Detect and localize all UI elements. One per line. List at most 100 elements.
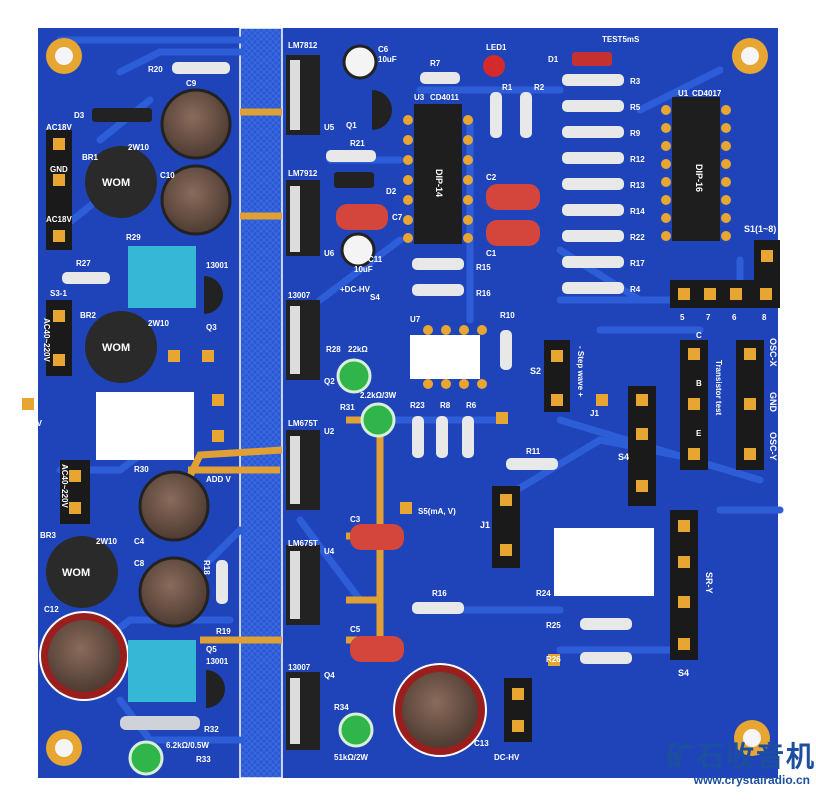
label-c11-value: 10uF: [354, 265, 373, 274]
watermark-cn: 矿石收音机: [665, 740, 816, 773]
label-13001-top: 13001: [206, 261, 229, 270]
label-r1: R1: [502, 83, 513, 92]
label-c2: C2: [486, 173, 497, 182]
label-pin6: 6: [732, 313, 737, 322]
label-r28: R28: [326, 345, 341, 354]
label-13007-top: 13007: [288, 291, 311, 300]
label-u3: U3: [414, 93, 425, 102]
label-r34: R34: [334, 703, 349, 712]
label-c13: C13: [474, 739, 489, 748]
label-q5: Q5: [206, 645, 217, 654]
label-br3: BR3: [40, 531, 57, 540]
label-r31: R31: [340, 403, 355, 412]
label-dchv-left: -DC-HV: [14, 419, 43, 428]
square-pads: [22, 138, 773, 732]
label-d1: D1: [548, 55, 559, 64]
label-r21: R21: [350, 139, 365, 148]
label-13007-bottom: 13007: [288, 663, 311, 672]
label-c12: C12: [44, 605, 59, 614]
label-wom-br2: WOM: [102, 342, 130, 354]
label-r10: R10: [500, 311, 515, 320]
label-r32: R32: [204, 725, 219, 734]
label-r34-value: 51kΩ/2W: [334, 753, 368, 762]
label-s1: S1(1~8): [744, 224, 776, 234]
label-r8: R8: [440, 401, 451, 410]
label-lm675t-bottom: LM675T: [288, 539, 318, 548]
label-r33-value: 6.2kΩ/0.5W: [166, 741, 209, 750]
label-br1-rating: 2W10: [128, 143, 149, 152]
label-u2: U2: [324, 427, 335, 436]
label-lm7812: LM7812: [288, 41, 318, 50]
label-ac220-top: AC40~220V: [42, 318, 51, 362]
label-base: B: [696, 379, 702, 388]
label-c11: C11: [368, 255, 383, 264]
label-wom-br3: WOM: [62, 567, 90, 579]
label-13001-bottom: 13001: [206, 657, 229, 666]
label-emitter: E: [696, 429, 702, 438]
label-r28-value: 22kΩ: [348, 345, 368, 354]
label-pin5: 5: [680, 313, 685, 322]
label-q4: Q4: [324, 671, 335, 680]
relays: [96, 392, 654, 596]
label-c3: C3: [350, 515, 361, 524]
label-dip14: DIP-14: [434, 169, 444, 197]
label-s2: S2: [530, 366, 541, 376]
label-dchv-bottom: DC-HV: [494, 753, 520, 762]
label-r3: R3: [630, 77, 641, 86]
label-u4: U4: [324, 547, 335, 556]
label-r12: R12: [630, 155, 645, 164]
label-r14: R14: [630, 207, 645, 216]
label-br3-rating: 2W10: [96, 537, 117, 546]
label-q1: Q1: [346, 121, 357, 130]
label-gnd-right: GND: [768, 392, 778, 413]
label-osc-x: OSC-X: [768, 338, 778, 367]
label-s3-1: S3-1: [50, 289, 67, 298]
ic-pads: [403, 105, 731, 389]
label-r29: R29: [126, 233, 141, 242]
label-r24: R24: [536, 589, 551, 598]
label-r13: R13: [630, 181, 645, 190]
label-u7: U7: [410, 315, 421, 324]
site-watermark: 矿石收音机 www.crystalradio.cn: [648, 742, 816, 788]
label-dip16: DIP-16: [694, 164, 704, 192]
resistor-bank: [62, 62, 632, 730]
label-c1: C1: [486, 249, 497, 258]
label-ac220-bottom: AC40~220V: [60, 464, 69, 508]
label-r6: R6: [466, 401, 477, 410]
transistors: [204, 90, 392, 708]
label-c5: C5: [350, 625, 361, 634]
label-s4-right: S4: [618, 452, 629, 462]
label-j1-bottom: J1: [480, 520, 490, 530]
to220-regulators: [286, 55, 320, 750]
label-r23: R23: [410, 401, 425, 410]
label-c4: C4: [134, 537, 145, 546]
label-r26: R26: [546, 655, 561, 664]
label-r30: R30: [134, 465, 149, 474]
electrolytic-caps: [39, 44, 487, 757]
label-r33: R33: [196, 755, 211, 764]
label-r11: R11: [526, 447, 541, 456]
label-r2: R2: [534, 83, 545, 92]
label-s4-mid: S4: [370, 293, 380, 302]
label-br2: BR2: [80, 311, 97, 320]
label-r27: R27: [76, 259, 91, 268]
label-c6: C6: [378, 45, 389, 54]
label-d2: D2: [386, 187, 397, 196]
copper-traces: [56, 36, 784, 744]
label-collector: C: [696, 331, 702, 340]
label-cd4011: CD4011: [430, 93, 459, 102]
ceramic-caps: [92, 52, 612, 662]
label-pin7: 7: [706, 313, 711, 322]
label-r16: R16: [476, 289, 491, 298]
label-sr-y: SR-Y: [704, 572, 714, 594]
label-cd4017: CD4017: [692, 89, 722, 98]
label-r15: R15: [476, 263, 491, 272]
label-r9: R9: [630, 129, 641, 138]
label-transistor-test: Transistor test: [714, 360, 723, 415]
label-r25: R25: [546, 621, 561, 630]
silkscreen-labels: LM7812 U5 LM7912 U6 C6 10uF C11 10uF Q1 …: [14, 35, 778, 764]
label-pin8: 8: [762, 313, 767, 322]
watermark-url: www.crystalradio.cn: [693, 773, 810, 787]
label-lm7912: LM7912: [288, 169, 318, 178]
label-br1: BR1: [82, 153, 99, 162]
